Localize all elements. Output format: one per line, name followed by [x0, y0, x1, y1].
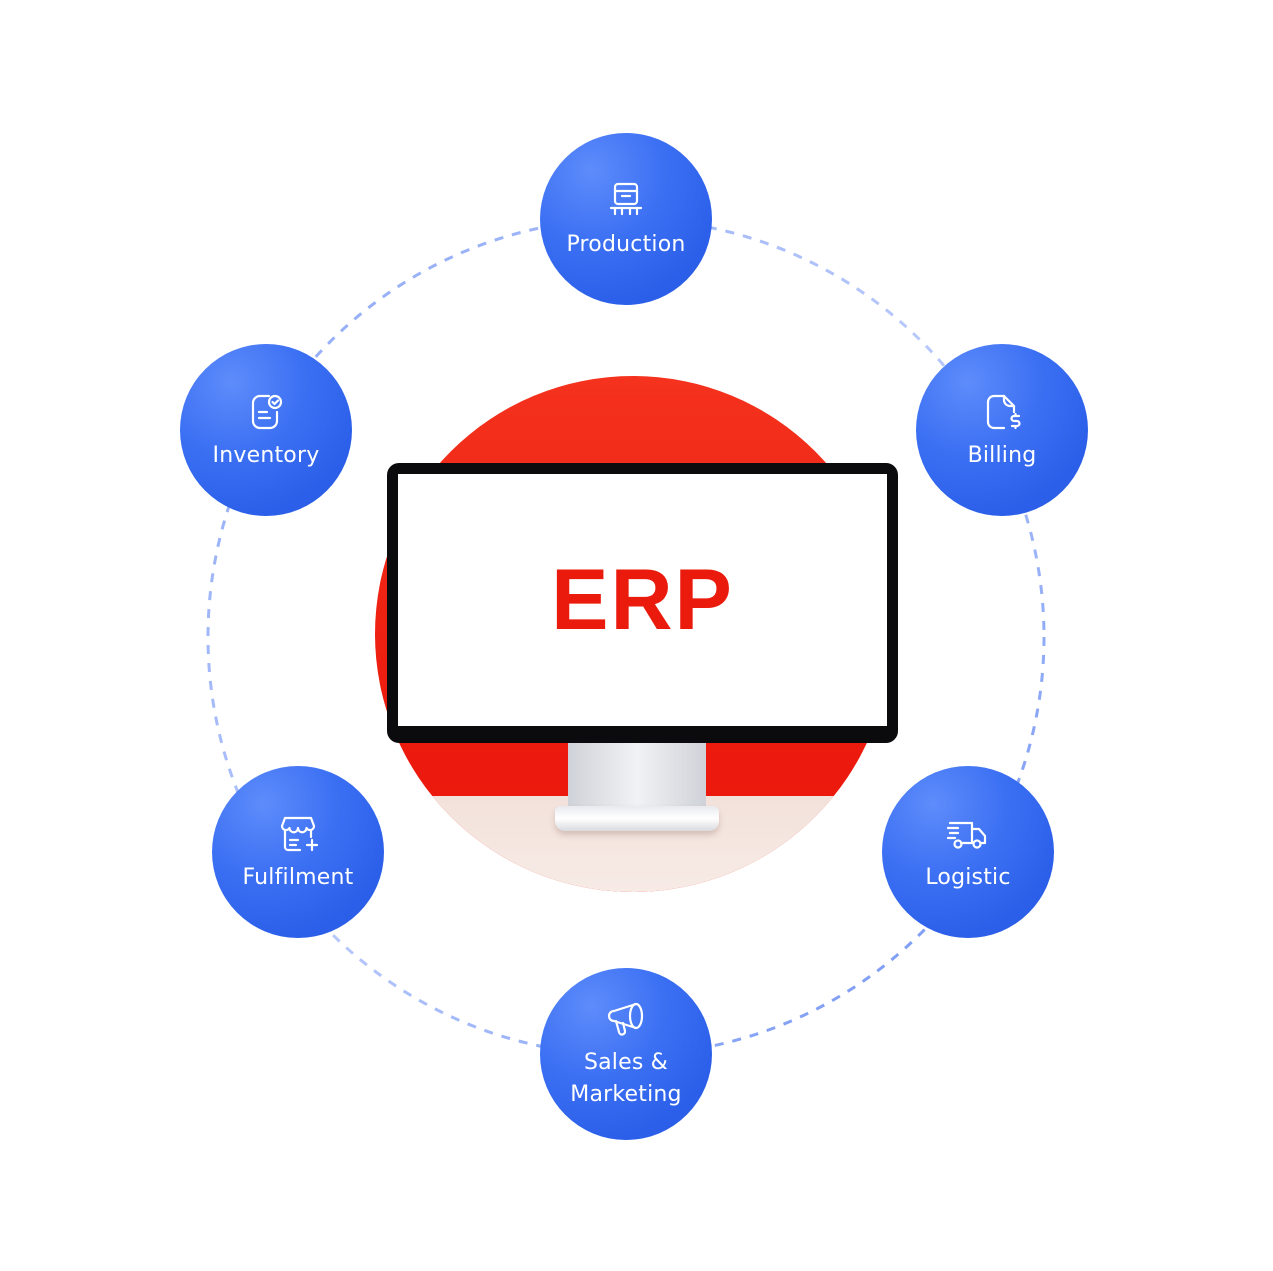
monitor-stand [568, 728, 706, 818]
module-label: Inventory [212, 443, 320, 468]
module-label: Fulfilment [242, 865, 354, 890]
delivery-truck-icon [944, 810, 992, 858]
clipboard-check-icon [242, 388, 290, 436]
monitor-screen: ERP [398, 474, 887, 726]
monitor: ERP [387, 463, 898, 743]
module-label-line1: Sales & [583, 1050, 669, 1075]
invoice-dollar-icon [978, 388, 1026, 436]
module-billing[interactable]: Billing [916, 344, 1088, 516]
module-sales-marketing[interactable]: Sales & Marketing [540, 968, 712, 1140]
module-production[interactable]: Production [540, 133, 712, 305]
store-add-icon [274, 810, 322, 858]
module-label-line2: Marketing [570, 1082, 682, 1107]
erp-title: ERP [551, 552, 734, 648]
module-inventory[interactable]: Inventory [180, 344, 352, 516]
megaphone-icon [602, 997, 650, 1045]
module-fulfilment[interactable]: Fulfilment [212, 766, 384, 938]
conveyor-box-icon [602, 177, 650, 225]
monitor-stand-base [555, 806, 719, 831]
module-label: Logistic [925, 865, 1011, 890]
module-label: Production [566, 232, 686, 257]
module-label: Billing [967, 443, 1037, 468]
module-logistic[interactable]: Logistic [882, 766, 1054, 938]
